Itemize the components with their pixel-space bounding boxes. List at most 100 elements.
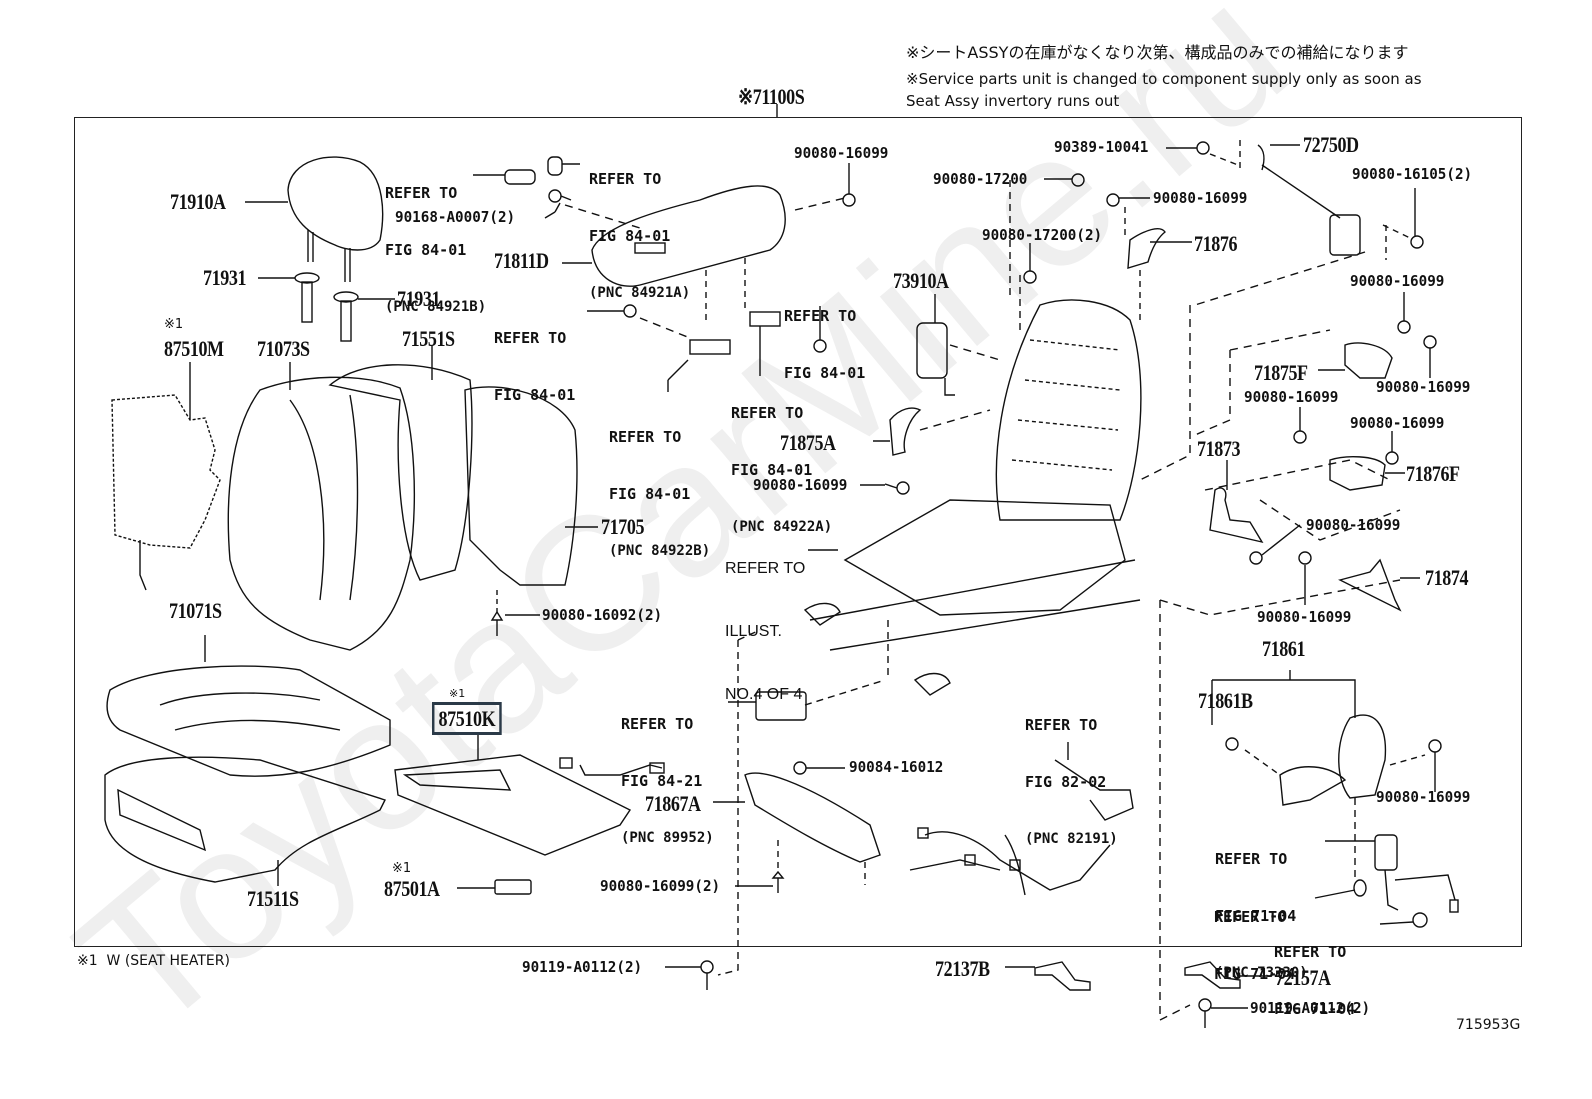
hardware-90080-16099-r3[interactable]: 90080-16099 bbox=[1244, 388, 1339, 406]
reference-line: FIG 84-01 bbox=[731, 461, 813, 479]
reference-line: REFER TO bbox=[621, 715, 694, 733]
reference-line: REFER TO bbox=[784, 307, 857, 325]
reference-line: REFER TO bbox=[1025, 716, 1098, 734]
part-71073S[interactable]: 71073S bbox=[257, 336, 310, 361]
part-71861B[interactable]: 71861B bbox=[1198, 688, 1253, 713]
hardware-90080-16099-r2[interactable]: 90080-16099 bbox=[1376, 378, 1471, 396]
part-71811D[interactable]: 71811D bbox=[494, 248, 549, 273]
part-72157A[interactable]: 72157A bbox=[1275, 965, 1331, 990]
part-71705[interactable]: 71705 bbox=[601, 514, 645, 539]
reference-pnc-82191[interactable]: REFER TO FIG 82-02 (PNC 82191) bbox=[1025, 678, 1118, 887]
part-72137B[interactable]: 72137B bbox=[935, 956, 990, 981]
heater-mark-87510K: ※1 bbox=[449, 687, 466, 700]
part-71873[interactable]: 71873 bbox=[1197, 436, 1241, 461]
part-87510M[interactable]: 87510M bbox=[164, 336, 224, 361]
hardware-90080-16099-mid[interactable]: 90080-16099 bbox=[1153, 189, 1248, 207]
reference-line: REFER TO bbox=[725, 560, 806, 577]
hardware-90080-17200-2[interactable]: 90080-17200(2) bbox=[982, 226, 1103, 244]
note-english-line2: Seat Assy invertory runs out bbox=[906, 92, 1120, 110]
reference-pnc: (PNC 84922B) bbox=[609, 543, 711, 559]
inner-belt-cover-drawing bbox=[1211, 670, 1459, 928]
heater-mark-87510M: ※1 bbox=[164, 317, 184, 332]
diagram-frame bbox=[74, 117, 1522, 947]
recliner-bracket-lower-drawing bbox=[1293, 407, 1405, 491]
reference-illust-no4[interactable]: REFER TO ILLUST. NO.4 OF 4 bbox=[725, 516, 805, 747]
part-71931-b[interactable]: 71931 bbox=[397, 286, 441, 311]
seat-frame-drawing bbox=[803, 173, 1142, 696]
note-english-line1: ※Service parts unit is changed to compon… bbox=[906, 70, 1422, 88]
reference-line: FIG 71-04 bbox=[1274, 1000, 1356, 1018]
hardware-90080-16105-2[interactable]: 90080-16105(2) bbox=[1352, 165, 1473, 183]
part-71867A[interactable]: 71867A bbox=[645, 791, 701, 816]
cushion-pad-drawing bbox=[104, 756, 386, 886]
note-japanese: ※シートASSYの在庫がなくなり次第、構成品のみでの補給になります bbox=[906, 43, 1409, 62]
cushion-heater-drawing bbox=[394, 735, 665, 856]
footnote-seat-heater: ※1 W (SEAT HEATER) bbox=[77, 953, 230, 969]
reference-fig-71-04-b[interactable]: REFER TO FIG 71-04 bbox=[1214, 870, 1295, 1022]
hardware-90080-16099-top[interactable]: 90080-16099 bbox=[794, 144, 889, 162]
reference-line: REFER TO bbox=[609, 428, 682, 446]
reference-pnc: (PNC 84921B) bbox=[385, 299, 487, 315]
headrest-drawing bbox=[245, 156, 384, 282]
hardware-90080-16099-71861[interactable]: 90080-16099 bbox=[1376, 788, 1471, 806]
reference-line: NO.4 OF 4 bbox=[725, 686, 803, 703]
part-71875A[interactable]: 71875A bbox=[780, 430, 836, 455]
part-71876F[interactable]: 71876F bbox=[1406, 461, 1460, 486]
side-shield-drawing bbox=[562, 185, 786, 322]
reference-fig-84-01-screw-left[interactable]: REFER TO FIG 84-01 bbox=[494, 291, 575, 443]
hardware-90080-16099-71875A[interactable]: 90080-16099 bbox=[753, 476, 848, 494]
assembly-label[interactable]: ※71100S bbox=[738, 84, 805, 109]
reference-fig-84-01-screw-right[interactable]: REFER TO FIG 84-01 bbox=[784, 269, 865, 421]
part-72750D[interactable]: 72750D bbox=[1303, 132, 1359, 157]
hardware-90119-A0112-right[interactable]: 90119-A0112(2) bbox=[1250, 999, 1371, 1017]
part-71876[interactable]: 71876 bbox=[1194, 231, 1238, 256]
hardware-90080-16099-r6[interactable]: 90080-16099 bbox=[1257, 608, 1352, 626]
part-71931-a[interactable]: 71931 bbox=[203, 265, 247, 290]
reference-pnc-73230[interactable]: REFER TO FIG 71-04 (PNC 73230) bbox=[1215, 812, 1308, 1021]
reference-pnc-84921A[interactable]: REFER TO FIG 84-01 (PNC 84921A) bbox=[589, 132, 690, 341]
reference-line: FIG 84-01 bbox=[589, 227, 671, 245]
part-71874[interactable]: 71874 bbox=[1425, 565, 1469, 590]
reference-pnc-84922B[interactable]: REFER TO FIG 84-01 (PNC 84922B) bbox=[609, 390, 710, 599]
hardware-90389-10041[interactable]: 90389-10041 bbox=[1054, 138, 1149, 156]
reference-line: FIG 84-01 bbox=[609, 485, 691, 503]
reference-pnc-89952[interactable]: REFER TO FIG 84-21 (PNC 89952) bbox=[621, 677, 714, 886]
seatback-cover-drawing bbox=[227, 362, 416, 651]
part-87510K-highlighted[interactable]: 87510K bbox=[432, 702, 502, 735]
reference-pnc-84921B[interactable]: REFER TO FIG 84-01 (PNC 84921B) bbox=[385, 146, 486, 355]
part-71551S[interactable]: 71551S bbox=[402, 326, 455, 351]
power-seat-switch-drawing bbox=[587, 304, 827, 392]
hardware-90080-16099-r4[interactable]: 90080-16099 bbox=[1350, 414, 1445, 432]
cushion-cover-drawing bbox=[106, 635, 391, 777]
hardware-90080-16099-r5[interactable]: 90080-16099 bbox=[1306, 516, 1401, 534]
reference-pnc-84922A[interactable]: REFER TO FIG 84-01 (PNC 84922A) bbox=[731, 366, 832, 575]
headrest-guide-drawing bbox=[258, 272, 395, 342]
part-71071S[interactable]: 71071S bbox=[169, 598, 222, 623]
hardware-90080-16092-2[interactable]: 90080-16092(2) bbox=[542, 606, 663, 624]
figure-code: 715953G bbox=[1456, 1017, 1521, 1033]
part-73910A[interactable]: 73910A bbox=[893, 268, 949, 293]
hardware-90168-A0007[interactable]: 90168-A0007(2) bbox=[395, 208, 516, 226]
reference-line: REFER TO bbox=[589, 170, 662, 188]
hardware-90080-16099-2-bottom[interactable]: 90080-16099(2) bbox=[600, 877, 721, 895]
hardware-90080-17200[interactable]: 90080-17200 bbox=[933, 170, 1028, 188]
reference-fig-71-04-c[interactable]: REFER TO FIG 71-04 bbox=[1274, 905, 1355, 1057]
reference-line: FIG 84-01 bbox=[784, 364, 866, 382]
reference-line: REFER TO bbox=[1215, 850, 1288, 868]
hardware-90084-16012[interactable]: 90084-16012 bbox=[849, 758, 944, 776]
switch-knobs-drawing bbox=[473, 156, 856, 229]
recliner-bracket-upper-drawing bbox=[1318, 292, 1437, 379]
hardware-90080-16099-r1[interactable]: 90080-16099 bbox=[1350, 272, 1445, 290]
part-71910A[interactable]: 71910A bbox=[170, 189, 226, 214]
reference-pnc: (PNC 84921A) bbox=[589, 285, 691, 301]
reference-pnc: (PNC 84922A) bbox=[731, 519, 833, 535]
part-87501A[interactable]: 87501A bbox=[384, 876, 440, 901]
part-71861[interactable]: 71861 bbox=[1262, 636, 1306, 661]
hardware-90119-A0112-left[interactable]: 90119-A0112(2) bbox=[522, 958, 643, 976]
part-71511S[interactable]: 71511S bbox=[247, 886, 299, 911]
reference-line: FIG 84-01 bbox=[494, 386, 576, 404]
seatback-board-drawing bbox=[464, 386, 598, 636]
part-71875F[interactable]: 71875F bbox=[1254, 360, 1308, 385]
seat-ecu-drawing bbox=[728, 620, 889, 721]
